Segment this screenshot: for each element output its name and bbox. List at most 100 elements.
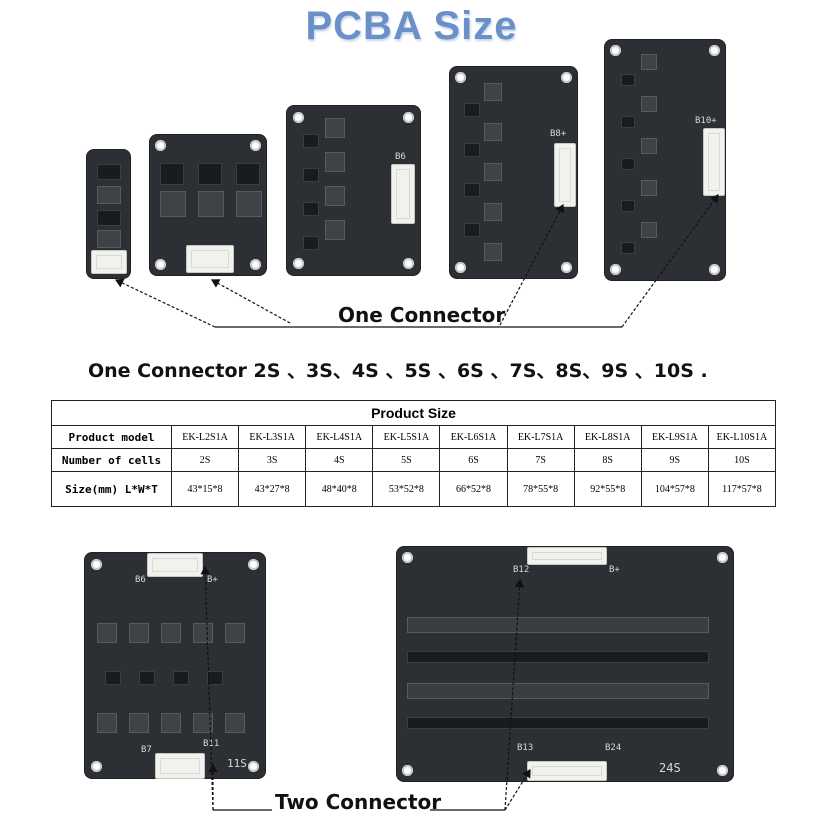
- board-marking: B6: [395, 152, 406, 162]
- mount-hole: [709, 264, 720, 275]
- mount-hole: [561, 262, 572, 273]
- mount-hole: [293, 258, 304, 269]
- table-cell: 3S: [238, 448, 307, 472]
- mount-hole: [155, 259, 166, 270]
- inductor-chip: [484, 243, 502, 261]
- mount-hole: [293, 112, 304, 123]
- table-cell: 92*55*8: [573, 471, 642, 507]
- mount-hole: [403, 258, 414, 269]
- table-cell: 78*55*8: [506, 471, 575, 507]
- balance-connector: [186, 245, 234, 273]
- mount-hole: [91, 559, 102, 570]
- balance-connector: [703, 128, 725, 196]
- pointer-line: [114, 278, 216, 328]
- mount-hole: [717, 552, 728, 563]
- inductor-chip: [97, 230, 121, 248]
- inductor-chip: [641, 138, 657, 154]
- page-title: PCBA Size: [305, 4, 518, 48]
- balance-connector-top: [147, 553, 203, 577]
- board-marking: B10+: [695, 116, 717, 126]
- mount-hole: [455, 262, 466, 273]
- inductor-chip: [407, 683, 709, 699]
- table-cell: 6S: [439, 448, 508, 472]
- inductor-chip: [641, 54, 657, 70]
- mount-hole: [248, 559, 259, 570]
- pointer-line: [499, 203, 564, 326]
- pcba-board-4s: B6: [287, 106, 420, 275]
- inductor-chip: [193, 623, 213, 643]
- inductor-chip: [129, 623, 149, 643]
- pointer-line: [621, 194, 719, 328]
- mount-hole: [402, 552, 413, 563]
- row-header: Size(mm) L*W*T: [51, 471, 172, 507]
- mosfet-chip: [97, 164, 121, 180]
- board-marking: B6: [135, 575, 146, 585]
- mosfet-chip: [105, 671, 121, 685]
- pcba-board-24s: B12 B+ B13 B24 24S: [397, 547, 733, 781]
- mosfet-chip: [464, 223, 480, 237]
- table-cell: 43*27*8: [238, 471, 307, 507]
- mosfet-chip: [464, 103, 480, 117]
- mosfet-chip: [407, 717, 709, 729]
- inductor-chip: [641, 222, 657, 238]
- table-cell: 117*57*8: [707, 471, 777, 507]
- table-cell: EK-L6S1A: [439, 425, 508, 449]
- board-marking: B+: [609, 565, 620, 575]
- mount-hole: [709, 45, 720, 56]
- mosfet-chip: [303, 168, 319, 182]
- board-marking: 11S: [227, 757, 247, 770]
- table-cell: 66*52*8: [439, 471, 508, 507]
- inductor-chip: [225, 623, 245, 643]
- mosfet-chip: [173, 671, 189, 685]
- mount-hole: [91, 761, 102, 772]
- mosfet-chip: [464, 183, 480, 197]
- table-cell: EK-L3S1A: [238, 425, 307, 449]
- inductor-chip: [97, 713, 117, 733]
- mount-hole: [250, 140, 261, 151]
- board-marking: B13: [517, 743, 534, 753]
- balance-connector-top: [527, 547, 607, 565]
- pointer-line: [504, 768, 531, 811]
- mosfet-chip: [139, 671, 155, 685]
- table-row: Size(mm) L*W*T 43*15*8 43*27*8 48*40*8 5…: [51, 471, 777, 507]
- table-cell: 4S: [305, 448, 374, 472]
- board-marking: B24: [605, 743, 622, 753]
- inductor-chip: [407, 617, 709, 633]
- inductor-chip: [160, 191, 186, 217]
- table-cell: 10S: [707, 448, 777, 472]
- mosfet-chip: [97, 210, 121, 226]
- inductor-chip: [198, 191, 224, 217]
- pcba-board-2s: [87, 150, 130, 278]
- mosfet-chip: [198, 163, 222, 185]
- mount-hole: [155, 140, 166, 151]
- inductor-chip: [641, 96, 657, 112]
- pcba-board-10s: B10+: [605, 40, 725, 280]
- balance-connector-bottom: [155, 753, 205, 779]
- table-cell: 9S: [640, 448, 709, 472]
- product-size-table: Product Size Product model EK-L2S1A EK-L…: [51, 400, 777, 507]
- inductor-chip: [484, 123, 502, 141]
- mosfet-chip: [621, 116, 635, 128]
- mosfet-chip: [621, 200, 635, 212]
- mount-hole: [248, 761, 259, 772]
- inductor-chip: [97, 623, 117, 643]
- pcba-board-11s: B6 B+ B7 B11 11S: [85, 553, 265, 779]
- one-connector-label: One Connector: [338, 303, 506, 327]
- inductor-chip: [236, 191, 262, 217]
- inductor-chip: [193, 713, 213, 733]
- balance-connector: [554, 143, 576, 207]
- inductor-chip: [97, 186, 121, 204]
- inductor-chip: [161, 623, 181, 643]
- mount-hole: [250, 259, 261, 270]
- mount-hole: [610, 264, 621, 275]
- mosfet-chip: [207, 671, 223, 685]
- board-marking: B7: [141, 745, 152, 755]
- pointer-line: [504, 578, 525, 811]
- mount-hole: [561, 72, 572, 83]
- table-cell: 8S: [573, 448, 642, 472]
- inductor-chip: [325, 220, 345, 240]
- mosfet-chip: [621, 242, 635, 254]
- table-cell: 43*15*8: [170, 471, 240, 507]
- mount-hole: [403, 112, 414, 123]
